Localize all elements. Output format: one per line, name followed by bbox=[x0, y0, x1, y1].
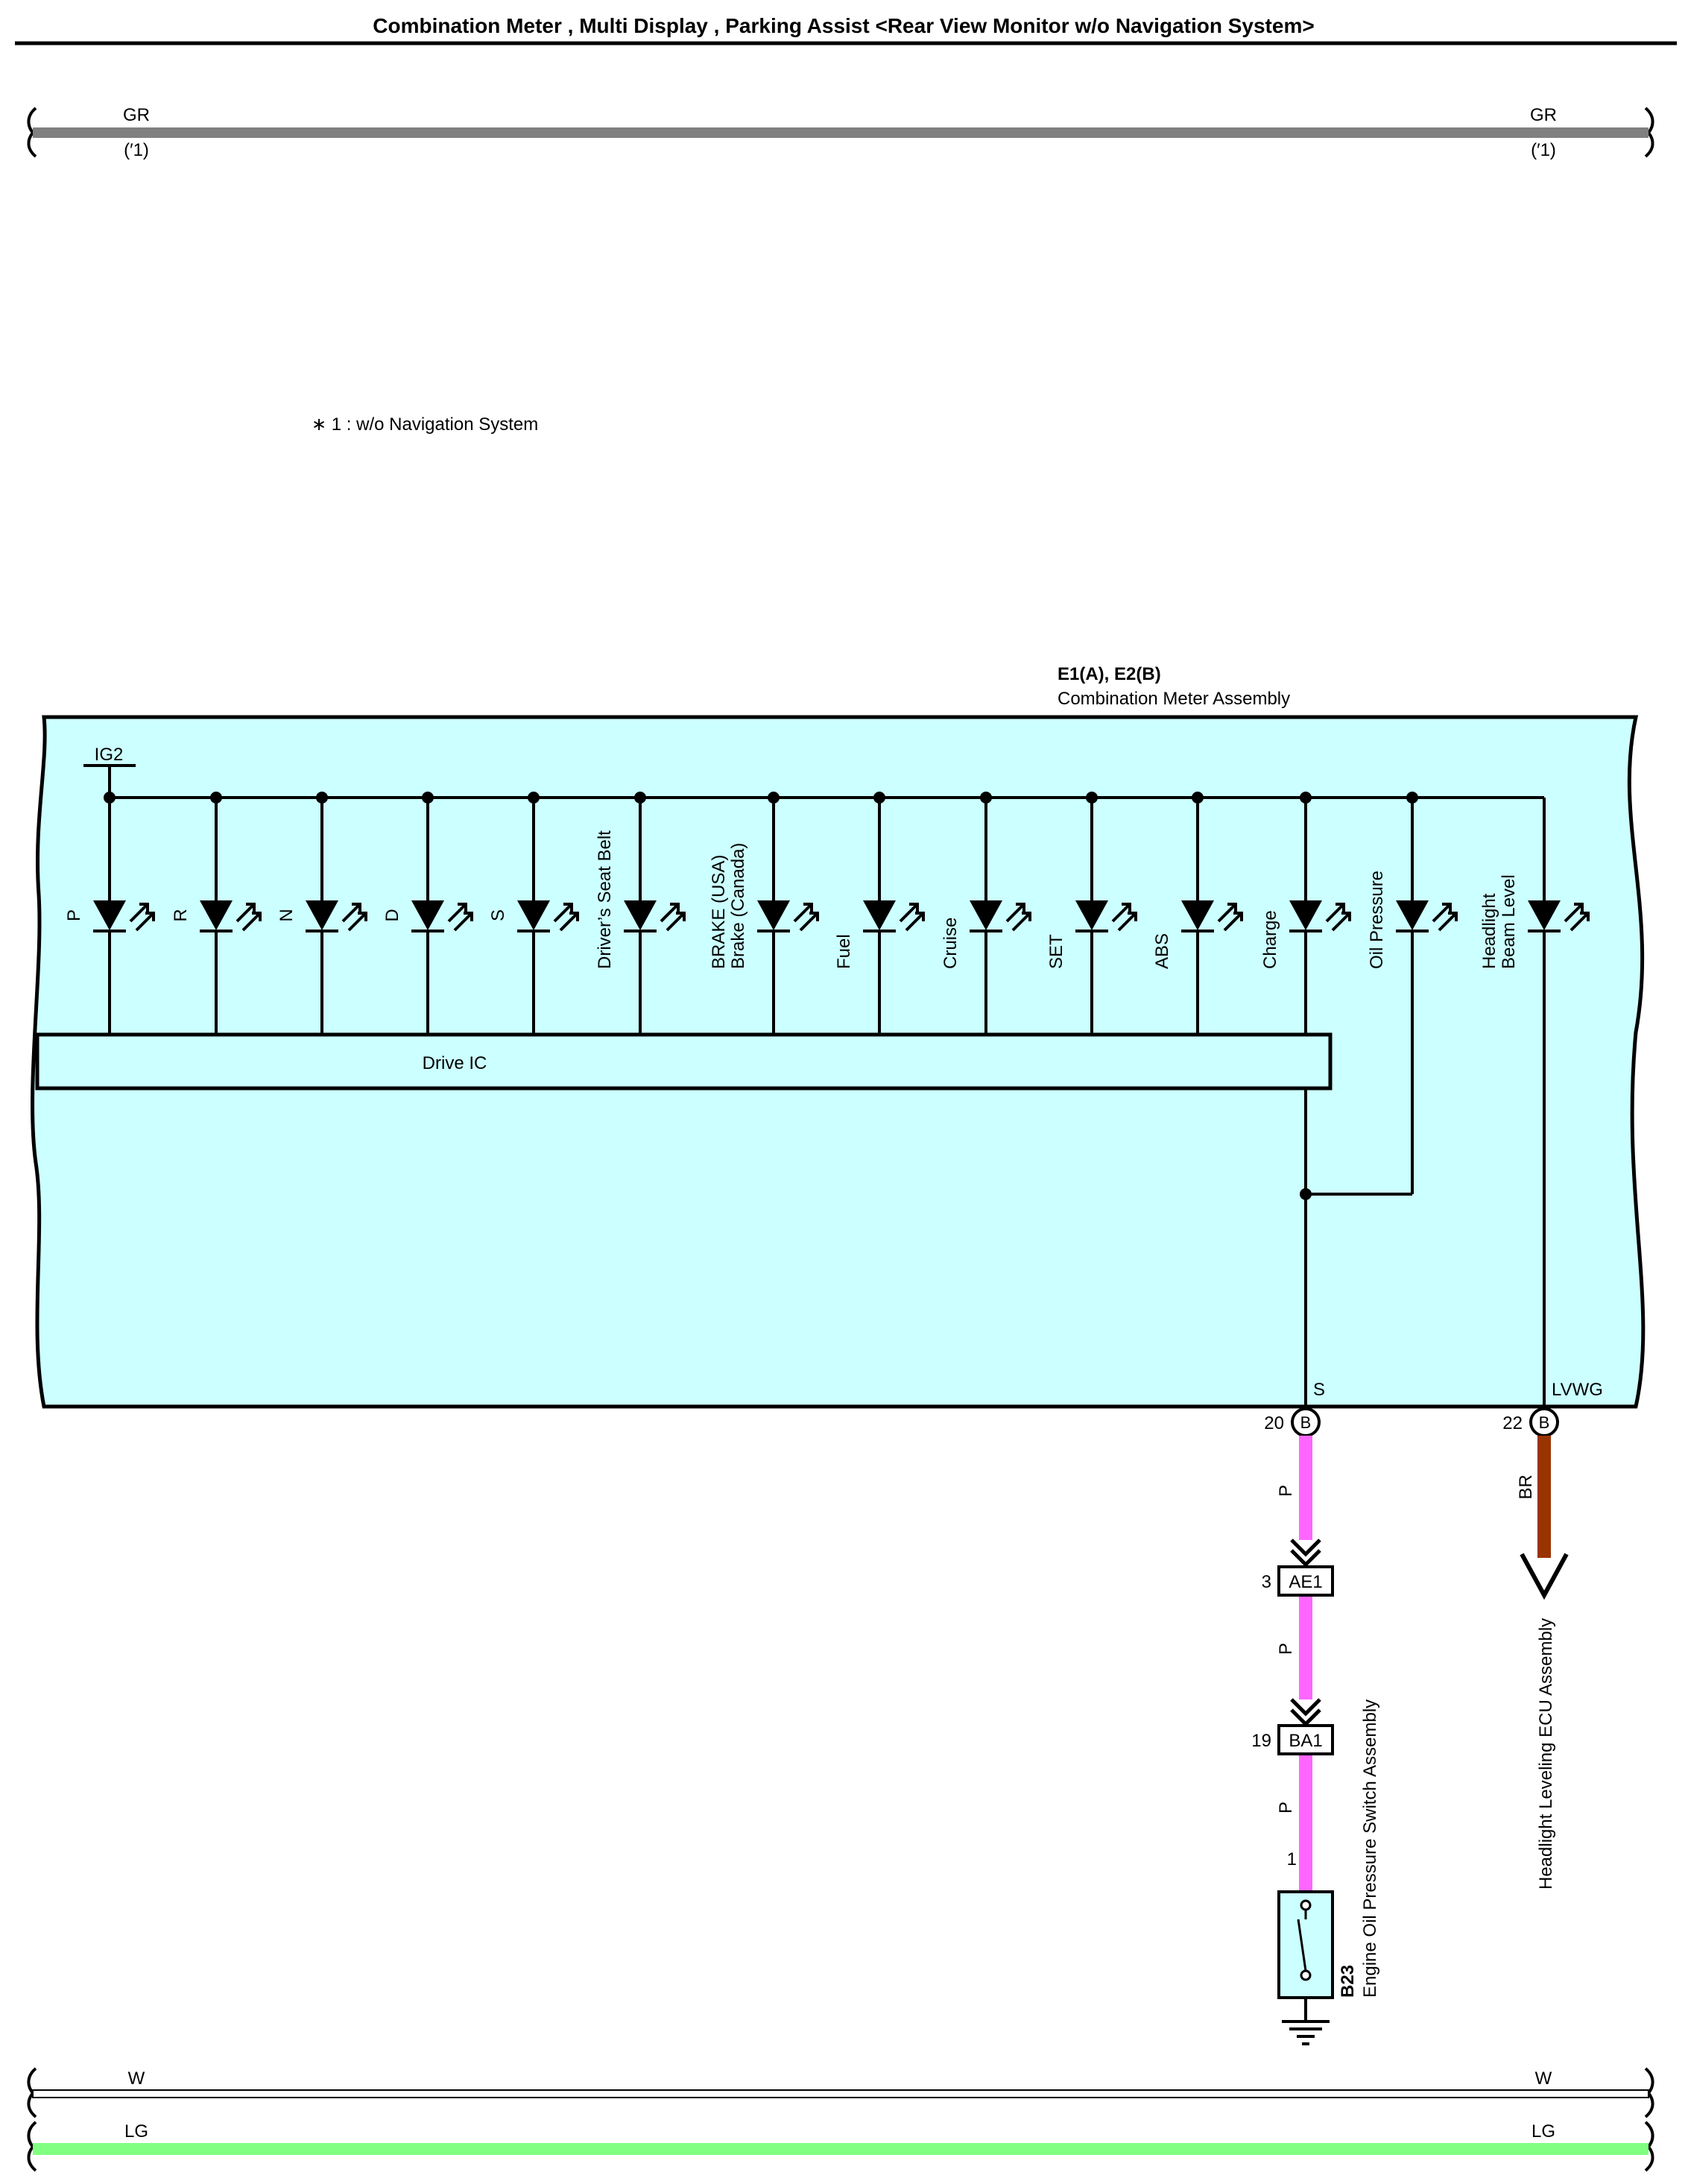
led-icon bbox=[1289, 900, 1322, 930]
terminal-lvwg-label: LVWG bbox=[1552, 1380, 1603, 1400]
gr-note-left: (′1) bbox=[124, 140, 149, 160]
led-light-arrows-icon bbox=[1217, 903, 1243, 932]
pin-20-num: 20 bbox=[1264, 1413, 1284, 1433]
indicator-label: Oil Pressure bbox=[1367, 871, 1387, 969]
page-title: Combination Meter , Multi Display , Park… bbox=[373, 14, 1314, 37]
indicator-label: Headlight bbox=[1479, 893, 1499, 969]
led-light-arrows-icon bbox=[553, 903, 579, 932]
w-bus-wire bbox=[32, 2089, 1649, 2098]
bottom-bus: W W LG LG bbox=[27, 2067, 1654, 2172]
indicator-label: SET bbox=[1046, 934, 1066, 969]
indicator-label: BRAKE (USA) bbox=[709, 855, 729, 969]
indicator-label: P bbox=[64, 909, 84, 921]
assembly-connector: E1(A), E2(B) bbox=[1058, 664, 1161, 684]
lg-bus-wire bbox=[33, 2143, 1649, 2155]
indicator-label: S bbox=[488, 909, 508, 921]
led-light-arrows-icon bbox=[341, 903, 367, 932]
p-wire-code-1: P bbox=[1276, 1485, 1296, 1497]
led-light-arrows-icon bbox=[1432, 903, 1458, 932]
ig2-label: IG2 bbox=[95, 745, 124, 765]
indicator-label: Driver’s Seat Belt bbox=[595, 830, 615, 969]
pin-22-num: 22 bbox=[1502, 1413, 1523, 1433]
indicator-label: Brake (Canada) bbox=[728, 843, 748, 969]
p-wire-code-2: P bbox=[1276, 1643, 1296, 1655]
indicator-label: ABS bbox=[1152, 933, 1172, 969]
p-wire-code-3: P bbox=[1276, 1802, 1296, 1814]
ground-icon bbox=[1282, 2020, 1330, 2045]
ba1-pin: 19 bbox=[1251, 1731, 1271, 1751]
led-icon bbox=[863, 900, 896, 930]
br-wire bbox=[1537, 1436, 1551, 1558]
drive-ic-block bbox=[35, 1032, 1333, 1091]
switch-contact-top bbox=[1300, 1899, 1312, 1911]
pin-22-conn: B bbox=[1539, 1413, 1550, 1432]
ae1-pin: 3 bbox=[1262, 1572, 1271, 1592]
br-wire-code: BR bbox=[1516, 1474, 1536, 1499]
led-icon bbox=[411, 900, 444, 930]
gr-code-right: GR bbox=[1530, 105, 1557, 125]
indicator-label: D bbox=[382, 909, 402, 921]
led-icon bbox=[1075, 900, 1108, 930]
led-icon bbox=[200, 900, 233, 930]
led-light-arrows-icon bbox=[1325, 903, 1351, 932]
led-light-arrows-icon bbox=[793, 903, 819, 932]
indicator-label: Cruise bbox=[941, 918, 961, 969]
pin-20-conn: B bbox=[1300, 1413, 1312, 1432]
drive-ic-label: Drive IC bbox=[423, 1053, 487, 1073]
led-icon bbox=[93, 900, 126, 930]
w-code-left: W bbox=[128, 2068, 145, 2089]
led-light-arrows-icon bbox=[236, 903, 262, 932]
indicator-label: Charge bbox=[1260, 910, 1280, 969]
led-light-arrows-icon bbox=[1564, 903, 1590, 932]
led-icon bbox=[1396, 900, 1429, 930]
switch-id: B23 bbox=[1338, 1965, 1358, 1998]
switch-contact-bottom bbox=[1300, 1969, 1312, 1981]
indicator-label: N bbox=[276, 909, 297, 921]
led-light-arrows-icon bbox=[660, 903, 686, 932]
terminal-s-label: S bbox=[1313, 1380, 1325, 1400]
top-bus: GR GR (′1) (′1) bbox=[27, 105, 1654, 160]
led-icon bbox=[517, 900, 550, 930]
switch-pin: 1 bbox=[1287, 1849, 1297, 1869]
led-icon bbox=[1181, 900, 1214, 930]
junction-dot bbox=[1300, 1188, 1312, 1200]
led-icon bbox=[624, 900, 657, 930]
p-wire-segment-3 bbox=[1299, 1754, 1312, 1892]
led-light-arrows-icon bbox=[447, 903, 473, 932]
indicator-label: Fuel bbox=[834, 934, 854, 969]
ba1-label: BA1 bbox=[1289, 1731, 1322, 1751]
lg-code-left: LG bbox=[124, 2121, 148, 2142]
p-wire-segment-2 bbox=[1299, 1595, 1312, 1699]
gr-bus-wire bbox=[33, 127, 1649, 138]
indicator-label: R bbox=[171, 909, 191, 921]
assembly-name: Combination Meter Assembly bbox=[1058, 689, 1290, 709]
led-light-arrows-icon bbox=[1111, 903, 1137, 932]
switch-blade-icon bbox=[1297, 1919, 1307, 1972]
led-icon bbox=[1528, 900, 1561, 930]
w-code-right: W bbox=[1535, 2068, 1552, 2089]
indicator-label: Beam Level bbox=[1499, 874, 1519, 969]
indicator-group: P R N D S Driver’s Seat Belt BRAKE (USA)Brake … bbox=[64, 792, 1590, 1194]
led-icon bbox=[970, 900, 1002, 930]
led-icon bbox=[306, 900, 338, 930]
gr-code-left: GR bbox=[123, 105, 150, 125]
switch-name: Engine Oil Pressure Switch Assembly bbox=[1360, 1699, 1380, 1998]
arrow-down-icon bbox=[1520, 1553, 1569, 1600]
ecu-name: Headlight Leveling ECU Assembly bbox=[1536, 1618, 1556, 1890]
lg-code-right: LG bbox=[1531, 2121, 1555, 2142]
gr-note-right: (′1) bbox=[1531, 140, 1556, 160]
ba1-inline-connector-icon bbox=[1290, 1698, 1321, 1727]
ba1-connector bbox=[1277, 1724, 1334, 1755]
ae1-inline-connector-icon bbox=[1290, 1538, 1321, 1568]
led-light-arrows-icon bbox=[129, 903, 155, 932]
led-light-arrows-icon bbox=[899, 903, 925, 932]
led-light-arrows-icon bbox=[1005, 903, 1031, 932]
footnote: ∗ 1 : w/o Navigation System bbox=[312, 414, 538, 435]
p-wire-segment-1 bbox=[1299, 1436, 1312, 1540]
led-icon bbox=[757, 900, 790, 930]
ae1-label: AE1 bbox=[1289, 1572, 1322, 1592]
ae1-connector bbox=[1277, 1565, 1334, 1597]
